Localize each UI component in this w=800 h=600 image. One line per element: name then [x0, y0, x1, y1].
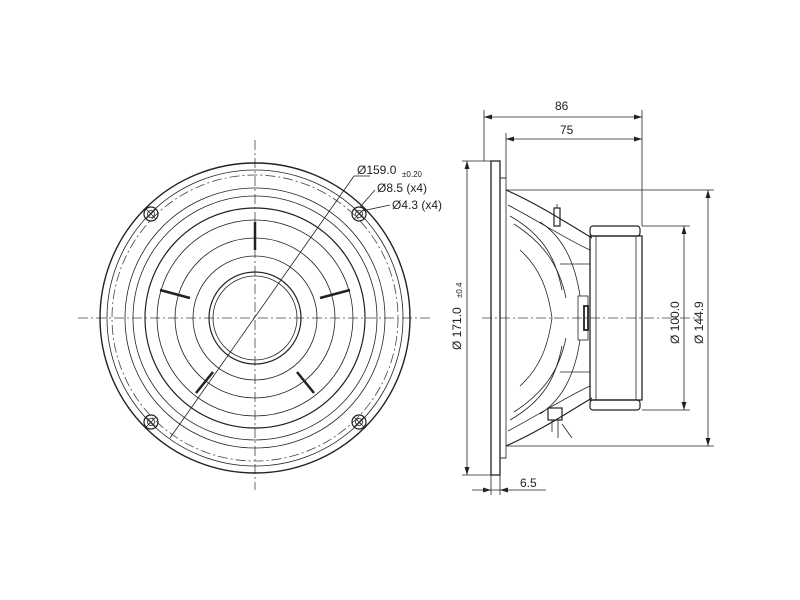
- dim-flange-thickness-label: 6.5: [520, 476, 537, 490]
- front-mounting-hole-bottom-left: [143, 414, 159, 430]
- dim-overall-depth: 86: [483, 99, 643, 226]
- side-basket-leg-7: [539, 221, 581, 297]
- side-view: 86 75 Ø 171.0 ±0.4 Ø 100.0: [450, 99, 714, 495]
- front-cone-edge: [156, 219, 354, 417]
- side-basket-leg-5: [519, 249, 553, 319]
- dim-magnet-diameter: Ø 100.0: [642, 225, 690, 411]
- front-mounting-hole-top-right: [351, 206, 367, 222]
- front-flange-outer: [99, 162, 411, 474]
- front-mounting-tolerance-label: ±0.20: [402, 170, 423, 179]
- front-hole-small-label: Ø4.3 (x4): [392, 198, 442, 212]
- dim-basket-depth: 75: [505, 123, 642, 178]
- front-mounting-diameter-label: Ø159.0: [357, 163, 397, 177]
- side-basket-leg-1: [509, 215, 563, 291]
- front-dust-cap-outer: [208, 271, 302, 365]
- side-basket-leg-8: [539, 339, 581, 415]
- side-basket-leg-4: [513, 337, 567, 413]
- front-dust-cap-inner: [212, 275, 298, 361]
- side-basket-leg-3: [509, 345, 563, 421]
- front-cone-inner: [192, 255, 318, 381]
- dim-flange-diameter-label: Ø 171.0: [450, 307, 464, 350]
- side-magnet-bottom-plate: [589, 399, 641, 411]
- side-vent: [583, 305, 589, 331]
- dim-flange-tolerance-label: ±0.4: [455, 282, 464, 298]
- side-basket-leg-2: [513, 223, 567, 299]
- front-mounting-hole-top-left: [143, 206, 159, 222]
- front-flange-inner-rim: [106, 169, 404, 467]
- dim-overall-depth-label: 86: [555, 99, 569, 113]
- side-basket-upper: [505, 189, 593, 239]
- front-rib-upper-right: [319, 288, 351, 300]
- dim-flange-thickness: 6.5: [472, 475, 546, 495]
- front-mounting-circle: [111, 174, 399, 462]
- front-surround-inner: [144, 207, 366, 429]
- side-terminal-bottom: [547, 407, 573, 439]
- dim-magnet-diameter-label: Ø 100.0: [668, 301, 682, 344]
- front-surround-outer: [132, 195, 378, 441]
- front-rib-lower-left: [195, 371, 214, 394]
- side-basket-upper-inner: [507, 204, 591, 251]
- side-gasket: [499, 177, 507, 459]
- front-rib-upper-left: [159, 288, 191, 300]
- front-gasket-ring: [124, 187, 386, 449]
- side-magnet-top-plate: [589, 225, 641, 237]
- front-hole-large-label: Ø8.5 (x4): [377, 181, 427, 195]
- front-rib-lower-right: [296, 371, 315, 394]
- dim-basket-diameter: Ø 144.9: [506, 189, 714, 447]
- side-basket-lower-inner: [507, 385, 591, 432]
- front-diameter-leader: [169, 175, 355, 439]
- dim-basket-depth-label: 75: [560, 123, 574, 137]
- side-basket-lower: [505, 397, 593, 447]
- side-basket-leg-6: [519, 317, 553, 387]
- front-mounting-hole-bottom-right: [351, 414, 367, 430]
- front-view: Ø159.0 ±0.20 Ø8.5 (x4) Ø4.3 (x4): [78, 140, 442, 490]
- front-hole-large-leader: [359, 189, 376, 208]
- front-hole-small-leader: [361, 204, 391, 212]
- dim-basket-diameter-label: Ø 144.9: [692, 301, 706, 344]
- side-terminal-top: [553, 204, 561, 227]
- dim-flange-diameter: Ø 171.0 ±0.4: [450, 160, 491, 476]
